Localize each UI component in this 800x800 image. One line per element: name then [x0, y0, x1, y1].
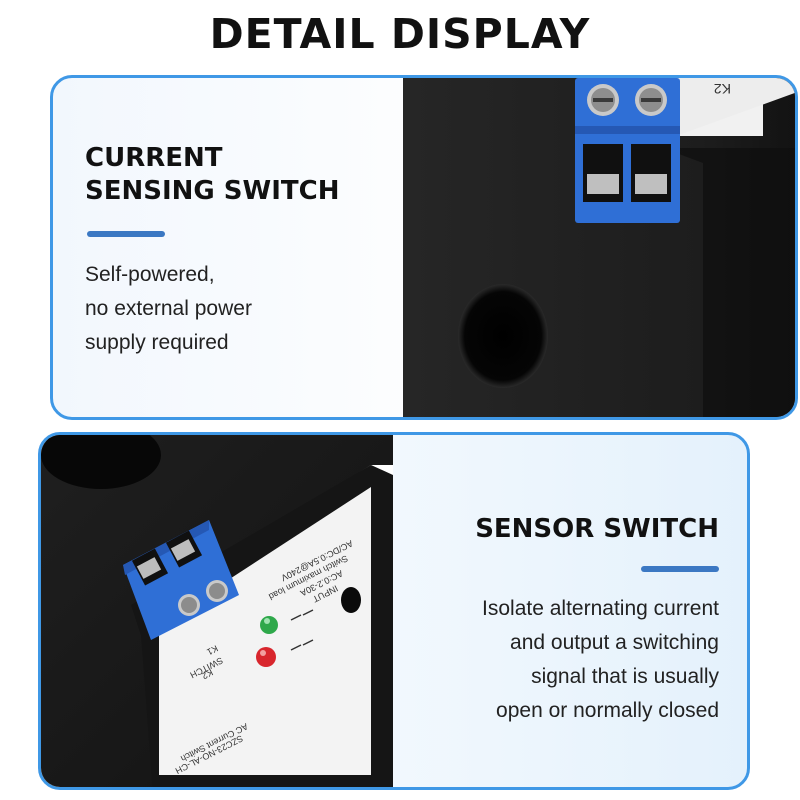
terminal-block-top	[575, 78, 680, 223]
desc-line: Isolate alternating current	[482, 597, 719, 620]
adjust-port	[341, 587, 361, 613]
sensor-hole	[41, 435, 161, 489]
desc-line: no external power	[85, 297, 252, 320]
desc-line: Self-powered,	[85, 263, 215, 286]
page-title: DETAIL DISPLAY	[209, 10, 591, 58]
sensor-switch-heading: SENSOR SWITCH	[475, 514, 719, 544]
green-led-icon	[260, 616, 278, 634]
current-sensing-description: Self-powered, no external power supply r…	[85, 258, 252, 360]
heading-line-1: CURRENT	[85, 143, 223, 173]
terminal-block-bottom	[123, 520, 239, 640]
red-led-icon	[256, 647, 276, 667]
heading-line-2: SENSING SWITCH	[85, 176, 340, 206]
switch-housing-illustration: AC/DC:0.5A@240V Switch maximum load AC:0…	[41, 435, 393, 787]
label-line: K2	[200, 667, 214, 681]
accent-bar	[641, 566, 719, 572]
accent-bar	[87, 231, 165, 237]
switch-housing-illustration: K2	[403, 78, 795, 417]
current-sensing-heading: CURRENT SENSING SWITCH	[85, 142, 339, 208]
switch-photo-top: K2	[403, 78, 795, 417]
desc-line: open or normally closed	[496, 699, 719, 722]
current-sensing-switch-panel: CURRENT SENSING SWITCH Self-powered, no …	[50, 75, 798, 420]
label-line: K1	[205, 643, 219, 657]
sensor-hole	[458, 284, 548, 388]
sensor-switch-description: Isolate alternating current and output a…	[482, 592, 719, 728]
switch-symbol-icon	[290, 609, 314, 651]
sensor-switch-panel: AC/DC:0.5A@240V Switch maximum load AC:0…	[38, 432, 750, 790]
desc-line: signal that is usually	[531, 665, 719, 688]
terminal-label: K2	[714, 81, 731, 97]
desc-line: supply required	[85, 331, 229, 354]
desc-line: and output a switching	[510, 631, 719, 654]
switch-photo-bottom: AC/DC:0.5A@240V Switch maximum load AC:0…	[41, 435, 393, 787]
